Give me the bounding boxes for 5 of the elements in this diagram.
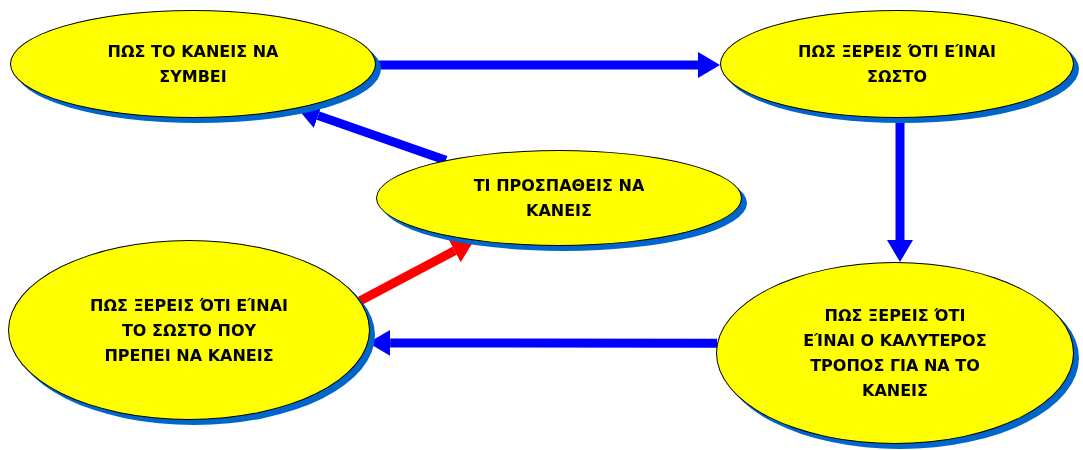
node-text: ΠΩΣ ΞΕΡΕΙΣ ΌΤΙ ΕΊΝΑΙ ΤΟ ΣΩΣΤΟ ΠΟΥ ΠΡΕΠΕΙ ΝΑ ΚΑΝΕΙΣ: [89, 294, 289, 367]
node-text: ΤΙ ΠΡΟΣΠΑΘΕΙΣ ΝΑ ΚΑΝΕΙΣ: [472, 175, 646, 222]
node-text: ΠΩΣ ΞΕΡΕΙΣ ΌΤΙ ΕΊΝΑΙ ΣΩΣΤΟ: [797, 41, 997, 88]
node-text: ΠΩΣ ΞΕΡΕΙΣ ΌΤΙ ΕΊΝΑΙ Ο ΚΑΛΥΤΕΡΟΣ ΤΡΟΠΟΣ ΓΙΑ ΝΑ ΤΟ ΚΑΝΕΙΣ: [802, 305, 988, 402]
node-text: ΠΩΣ ΤΟ ΚΑΝΕΙΣ ΝΑ ΣΥΜΒΕΙ: [106, 41, 280, 88]
